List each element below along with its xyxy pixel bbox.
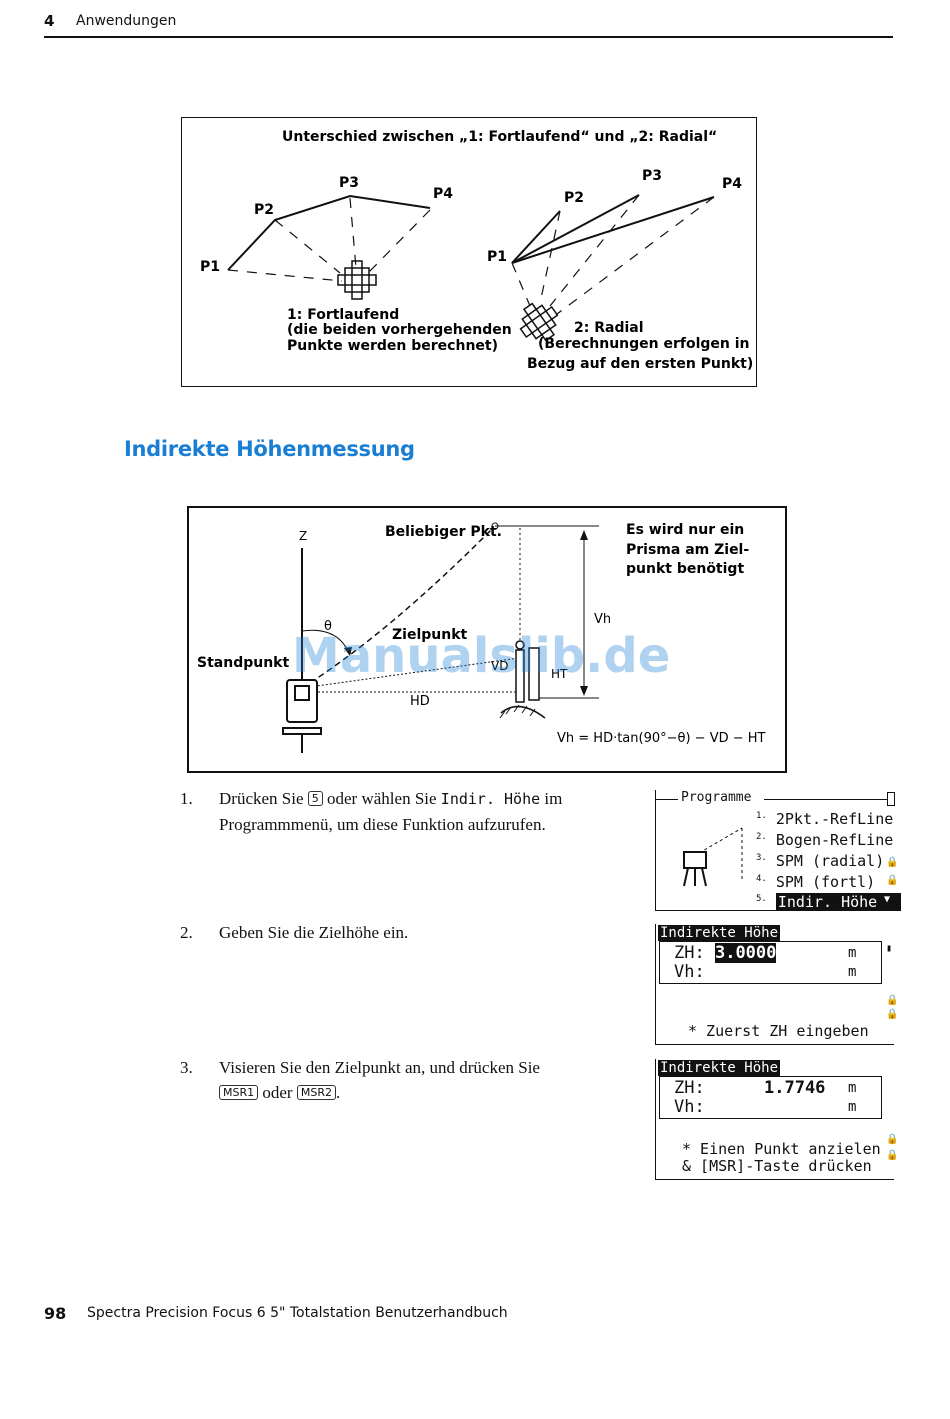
menu-item-4[interactable]: 4. SPM (fortl) [756,873,876,891]
right-p1: P1 [487,249,507,265]
figure1-drawing: Unterschied zwischen „1: Fortlaufend“ un… [200,129,753,372]
section-title: Indirekte Höhenmessung [124,437,415,461]
step-3-text: Visieren Sie den Zielpunkt an, und drück… [219,1058,540,1102]
right-caption-2: (Berechnungen erfolgen in [538,336,750,352]
label-vd: VD [491,659,508,673]
zh-value: 1.7746 [764,1078,826,1098]
ground-mark [500,705,546,719]
zh-row[interactable]: ZH: 3.0000 [674,943,777,963]
watermark: Manualslib.de [292,628,671,684]
screen2-field-box: ZH: 3.0000 m Vh: m [659,941,882,984]
screen-zielhoehe-eingabe: Indirekte Höhe ZH: 3.0000 m Vh: m ▮ 🔒 🔒 … [655,924,898,1045]
note-line-2: Prisma am Ziel- [626,542,749,558]
left-dashed-rays [227,197,431,282]
menu-illustration [683,827,743,887]
menu-item-2[interactable]: 2. Bogen-RefLine [756,831,894,849]
chapter-number: 4 [44,12,55,30]
page-number: 98 [44,1304,67,1323]
right-p2: P2 [564,190,584,206]
menu-item-5-selected[interactable]: 5. Indir. Höhe [756,890,902,912]
figure-indirekte-hoehe: Z [187,506,787,773]
vh-label: Vh: [674,1097,705,1117]
header-rule [44,36,893,38]
zh-label: ZH: [674,1078,705,1098]
right-caption-1: 2: Radial [574,320,644,336]
prism-pole [515,649,525,703]
label-ht: HT [551,667,568,681]
figure1-title: Unterschied zwischen „1: Fortlaufend“ un… [282,129,717,145]
chapter-title: Anwendungen [76,13,177,29]
lock-icon: 🔒 [886,857,899,868]
screen3-message-2: & [MSR]-Taste drücken [682,1157,872,1175]
menu-title: Programme [681,790,752,805]
zh-input[interactable]: 3.0000 [714,943,777,963]
label-beliebiger-pkt: Beliebiger Pkt. [385,524,502,540]
right-radial-lines [511,194,715,264]
scroll-indicator [887,792,895,806]
left-p3: P3 [339,175,359,191]
left-caption-1: 1: Fortlaufend [287,307,399,323]
book-title: Spectra Precision Focus 6 5" Totalstatio… [87,1305,508,1321]
menu-item-3[interactable]: 3. SPM (radial) [756,852,885,870]
screen3-field-box: ZH: 1.7746 m Vh: m [659,1076,882,1119]
sight-line-top [301,525,496,689]
screen2-title: Indirekte Höhe [658,925,781,941]
step-1-text: Drücken Sie 5 oder wählen Sie Indir. Höh… [219,789,563,834]
lock-icon: 🔒 [886,995,899,1006]
screen3-message-1: * Einen Punkt anzielen [682,1140,881,1158]
label-zielpunkt: Zielpunkt [392,627,468,643]
prism-icon [515,640,525,650]
menu-item-1[interactable]: 1. 2Pkt.-RefLine [756,810,894,828]
left-p1: P1 [200,259,220,275]
label-hd: HD [410,694,430,709]
sight-line-prism [301,657,520,689]
step-2-text: Geben Sie die Zielhöhe ein. [219,923,409,942]
key-msr1: MSR1 [219,1085,259,1100]
screen-zielpunkt-anzielen: Indirekte Höhe ZH: 1.7746 m Vh: m * Eine… [655,1059,898,1180]
formula: Vh = HD·tan(90°−θ) − VD − HT [557,731,766,746]
menu-code: Indir. Höhe [440,790,541,808]
right-instrument-icon [519,302,559,342]
label-theta: θ [324,619,332,634]
lock-icon: 🔒 [886,1150,899,1161]
total-station-icon [282,679,322,753]
key-5: 5 [307,791,323,806]
arrow-down-icon: ▼ [884,894,891,905]
left-p4: P4 [433,186,453,202]
label-z: Z [299,529,307,543]
lock-icon: 🔒 [886,875,899,886]
vh-label: Vh: [674,962,705,982]
lock-icon: 🔒 [886,1009,899,1020]
right-p3: P3 [642,168,662,184]
screen3-title: Indirekte Höhe [658,1060,781,1076]
right-p4: P4 [722,176,742,192]
figure2-drawing: Z [197,522,766,753]
note-line-3: punkt benötigt [626,561,744,577]
label-vh: Vh [594,612,611,627]
label-standpunkt: Standpunkt [197,655,289,671]
step-2-number: 2. [180,923,193,942]
step-3-number: 3. [180,1058,193,1077]
right-caption-3: Bezug auf den ersten Punkt) [527,356,753,372]
battery-icon: ▮ [886,943,893,954]
left-instrument-icon [337,260,377,300]
screen2-message: * Zuerst ZH eingeben [688,1022,869,1040]
left-caption-3: Punkte werden berechnet) [287,338,498,354]
screen-programme-menu: Programme 1. 2Pkt.-RefLine 2. Bogen-RefL… [655,790,902,911]
left-p2: P2 [254,202,274,218]
key-msr2: MSR2 [296,1085,336,1100]
left-traverse-line [227,194,431,271]
step-1-number: 1. [180,789,193,808]
note-line-1: Es wird nur ein [626,522,744,538]
right-dashed-rays [511,194,715,315]
left-caption-2: (die beiden vorhergehenden [287,322,512,338]
figure-fortlaufend-radial: Unterschied zwischen „1: Fortlaufend“ un… [181,117,757,387]
lock-icon: 🔒 [886,1134,899,1145]
